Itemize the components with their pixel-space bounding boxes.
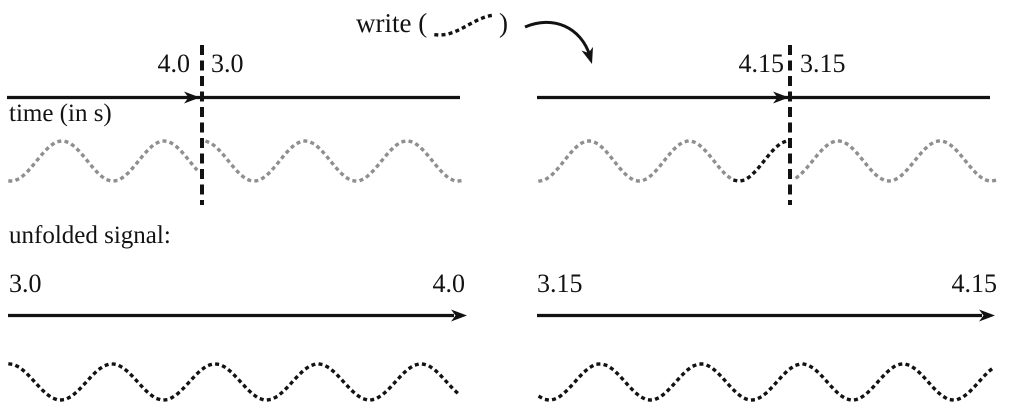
write-annotation-prefix: write ( bbox=[356, 8, 428, 38]
unfolded-signal-label: unfolded signal: bbox=[9, 222, 171, 249]
write-annotation-suffix: ) bbox=[499, 8, 508, 38]
unfolded-left-start-time: 3.0 bbox=[9, 269, 42, 298]
right-write-head-old-time: 4.15 bbox=[738, 49, 785, 78]
time-axis-label: time (in s) bbox=[9, 100, 112, 127]
left-write-head-old-time: 4.0 bbox=[157, 49, 191, 78]
unfolded-right-start-time: 3.15 bbox=[537, 269, 583, 298]
right-write-head-new-time: 3.15 bbox=[800, 49, 846, 78]
left-write-head-new-time: 3.0 bbox=[211, 49, 244, 78]
unfolded-left-end-time: 4.0 bbox=[432, 269, 466, 298]
unfolded-right-end-time: 4.15 bbox=[951, 269, 998, 298]
